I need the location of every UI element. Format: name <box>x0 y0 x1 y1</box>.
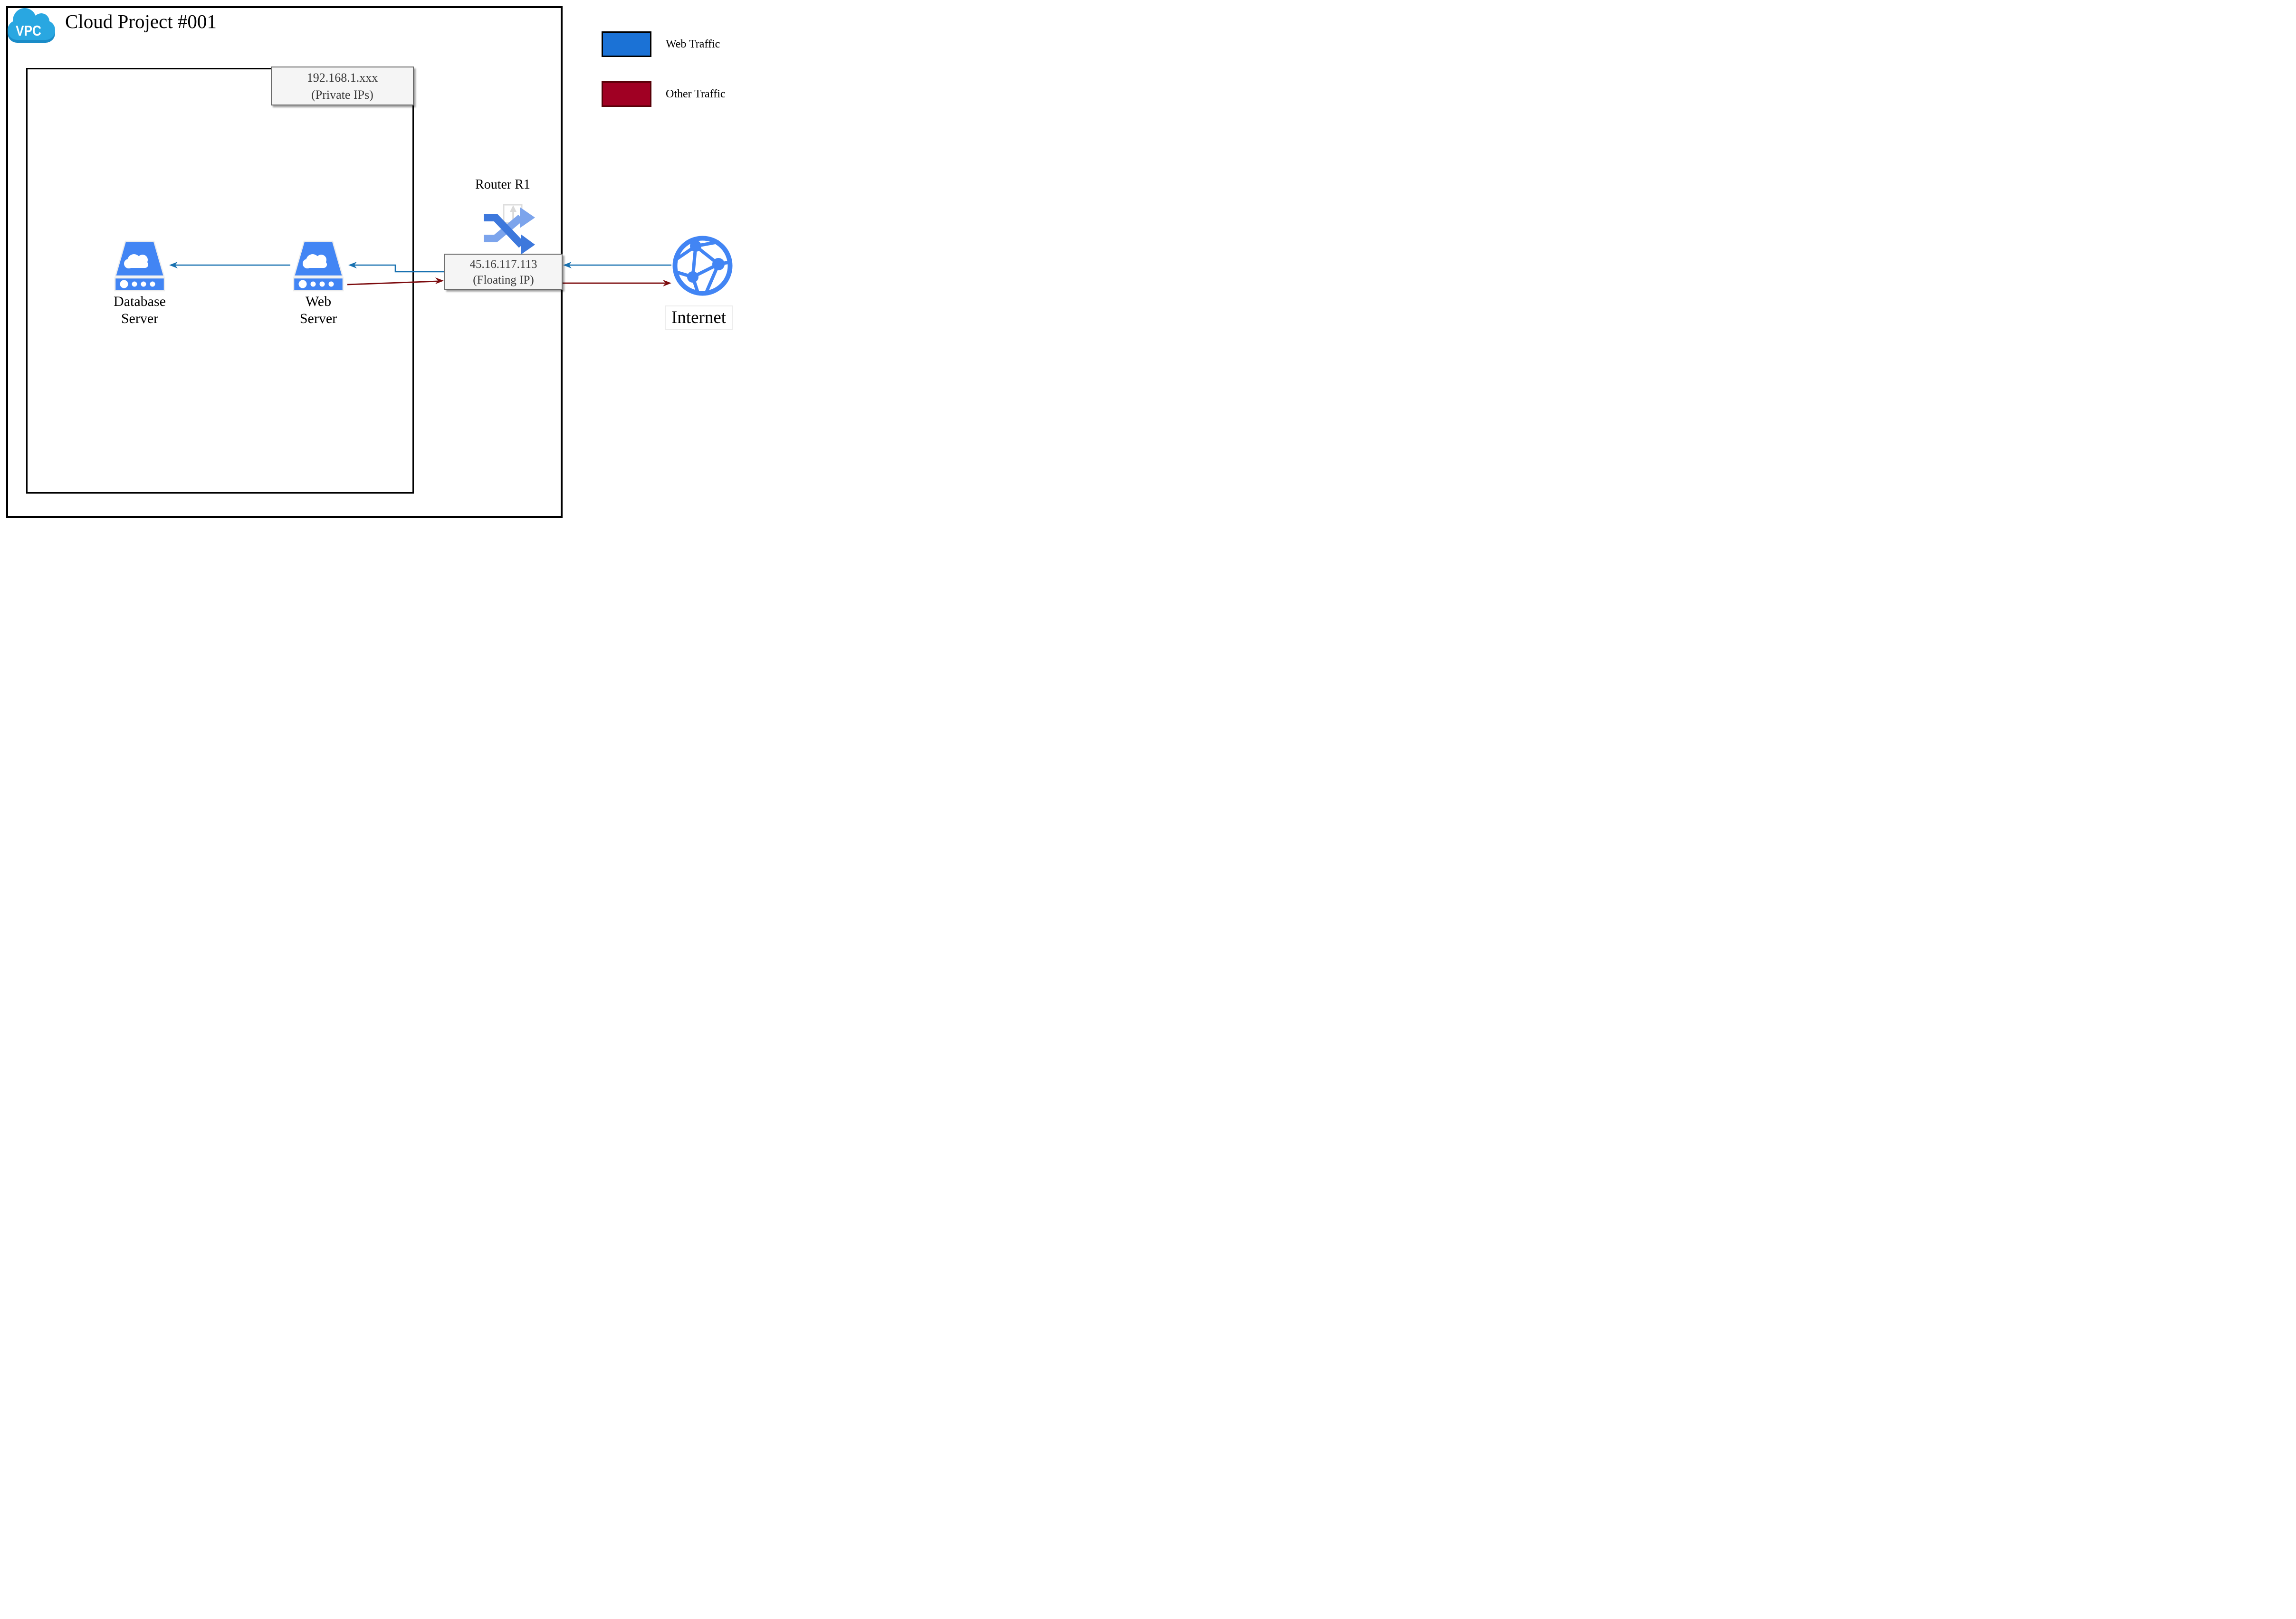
shuffle-light-arrow <box>484 207 535 242</box>
other-traffic-label: Other Traffic <box>666 87 726 100</box>
cloud-glyph <box>303 254 327 268</box>
database-server-icon <box>114 240 165 292</box>
router-label: Router R1 <box>475 177 530 192</box>
other-traffic-arrow-to-internet <box>562 280 671 286</box>
private-ips-line2: (Private IPs) <box>311 88 373 102</box>
web-traffic-arrow-from-internet <box>563 262 671 268</box>
web-server-label-line1: Web <box>305 294 332 309</box>
floating-ip-label-box: 45.16.117.113 (Floating IP) <box>444 254 563 290</box>
private-ips-label-box: 192.168.1.xxx (Private IPs) <box>271 67 414 105</box>
cloud-glyph <box>124 254 148 268</box>
floating-ip-line1: 45.16.117.113 <box>469 258 537 271</box>
web-traffic-label: Web Traffic <box>666 38 720 50</box>
legend-item-other-traffic: Other Traffic <box>602 81 726 107</box>
database-server-label-line1: Database <box>114 294 166 309</box>
database-server-label-line2: Server <box>121 311 159 326</box>
web-server-label-line2: Server <box>299 311 337 326</box>
database-server-label: Database Server <box>92 293 187 327</box>
router-shuffle-icon <box>484 204 535 255</box>
web-server-label: Web Server <box>271 293 366 327</box>
globe-network-nodes <box>687 240 725 283</box>
shuffle-dark-arrow <box>484 214 535 255</box>
web-server-icon <box>293 240 344 292</box>
private-network-boundary-box <box>26 68 414 494</box>
private-ips-line1: 192.168.1.xxx <box>306 71 378 85</box>
web-traffic-swatch <box>602 31 651 57</box>
floating-ip-line2: (Floating IP) <box>473 274 534 286</box>
diagram-canvas: 192.168.1.xxx (Private IPs) 45.16.117.11… <box>0 0 745 525</box>
other-traffic-swatch <box>602 81 651 107</box>
internet-label: Internet <box>665 305 733 330</box>
internet-globe-icon <box>672 236 733 296</box>
vpc-cloud-icon: VPC <box>8 8 55 43</box>
legend-item-web-traffic: Web Traffic <box>602 31 720 57</box>
vpc-badge-text: VPC <box>16 22 41 39</box>
diagram-title: Cloud Project #001 <box>65 10 217 32</box>
